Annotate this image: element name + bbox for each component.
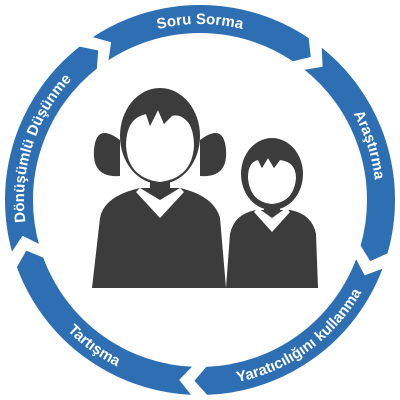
boy-collar bbox=[254, 208, 290, 232]
boy-body bbox=[226, 210, 318, 288]
cycle-ring bbox=[3, 3, 397, 397]
cycle-label-text-1: Soru Sorma bbox=[155, 11, 246, 33]
girl-face bbox=[126, 110, 194, 182]
cycle-segment-2 bbox=[299, 43, 397, 264]
girl-pigtail-left bbox=[93, 132, 120, 177]
girl-collar bbox=[136, 188, 184, 218]
cycle-segment-1 bbox=[88, 3, 313, 65]
cycle-segment-5 bbox=[3, 44, 101, 257]
girl-hair bbox=[124, 92, 196, 134]
students-icon bbox=[92, 88, 318, 288]
cycle-segment-4 bbox=[14, 248, 197, 397]
girl-body bbox=[92, 188, 226, 288]
girl-pigtail-right bbox=[200, 132, 227, 177]
cycle-label-1: Soru Sorma bbox=[155, 11, 246, 33]
boy-hair bbox=[246, 139, 298, 172]
cycle-segment-3 bbox=[191, 254, 386, 397]
boy-face bbox=[248, 158, 296, 204]
